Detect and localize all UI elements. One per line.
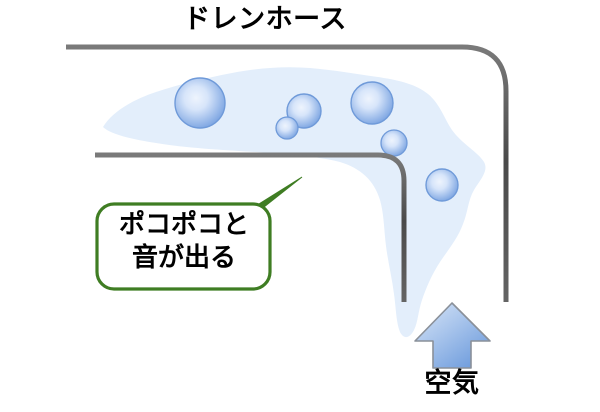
bubble (275, 116, 299, 140)
callout-line-2: 音が出る (131, 242, 236, 273)
callout-line-1: ポコポコと (118, 209, 249, 239)
hose-outer-wall (66, 44, 509, 302)
callout-balloon (95, 176, 303, 291)
bubble-group (174, 77, 459, 202)
callout-box (95, 202, 272, 291)
bubble (174, 77, 226, 129)
bubble (425, 168, 459, 202)
hose-inner-wall (95, 152, 407, 302)
air-arrow (414, 302, 491, 369)
bubble (380, 129, 408, 157)
bubble (286, 93, 322, 129)
bubble (350, 81, 394, 125)
hose-walls (66, 44, 509, 302)
callout-text: ポコポコと 音が出る (98, 208, 270, 275)
arrow-up-icon (414, 302, 491, 369)
page-title: ドレンホース (183, 4, 347, 34)
air-label: 空気 (424, 368, 480, 398)
